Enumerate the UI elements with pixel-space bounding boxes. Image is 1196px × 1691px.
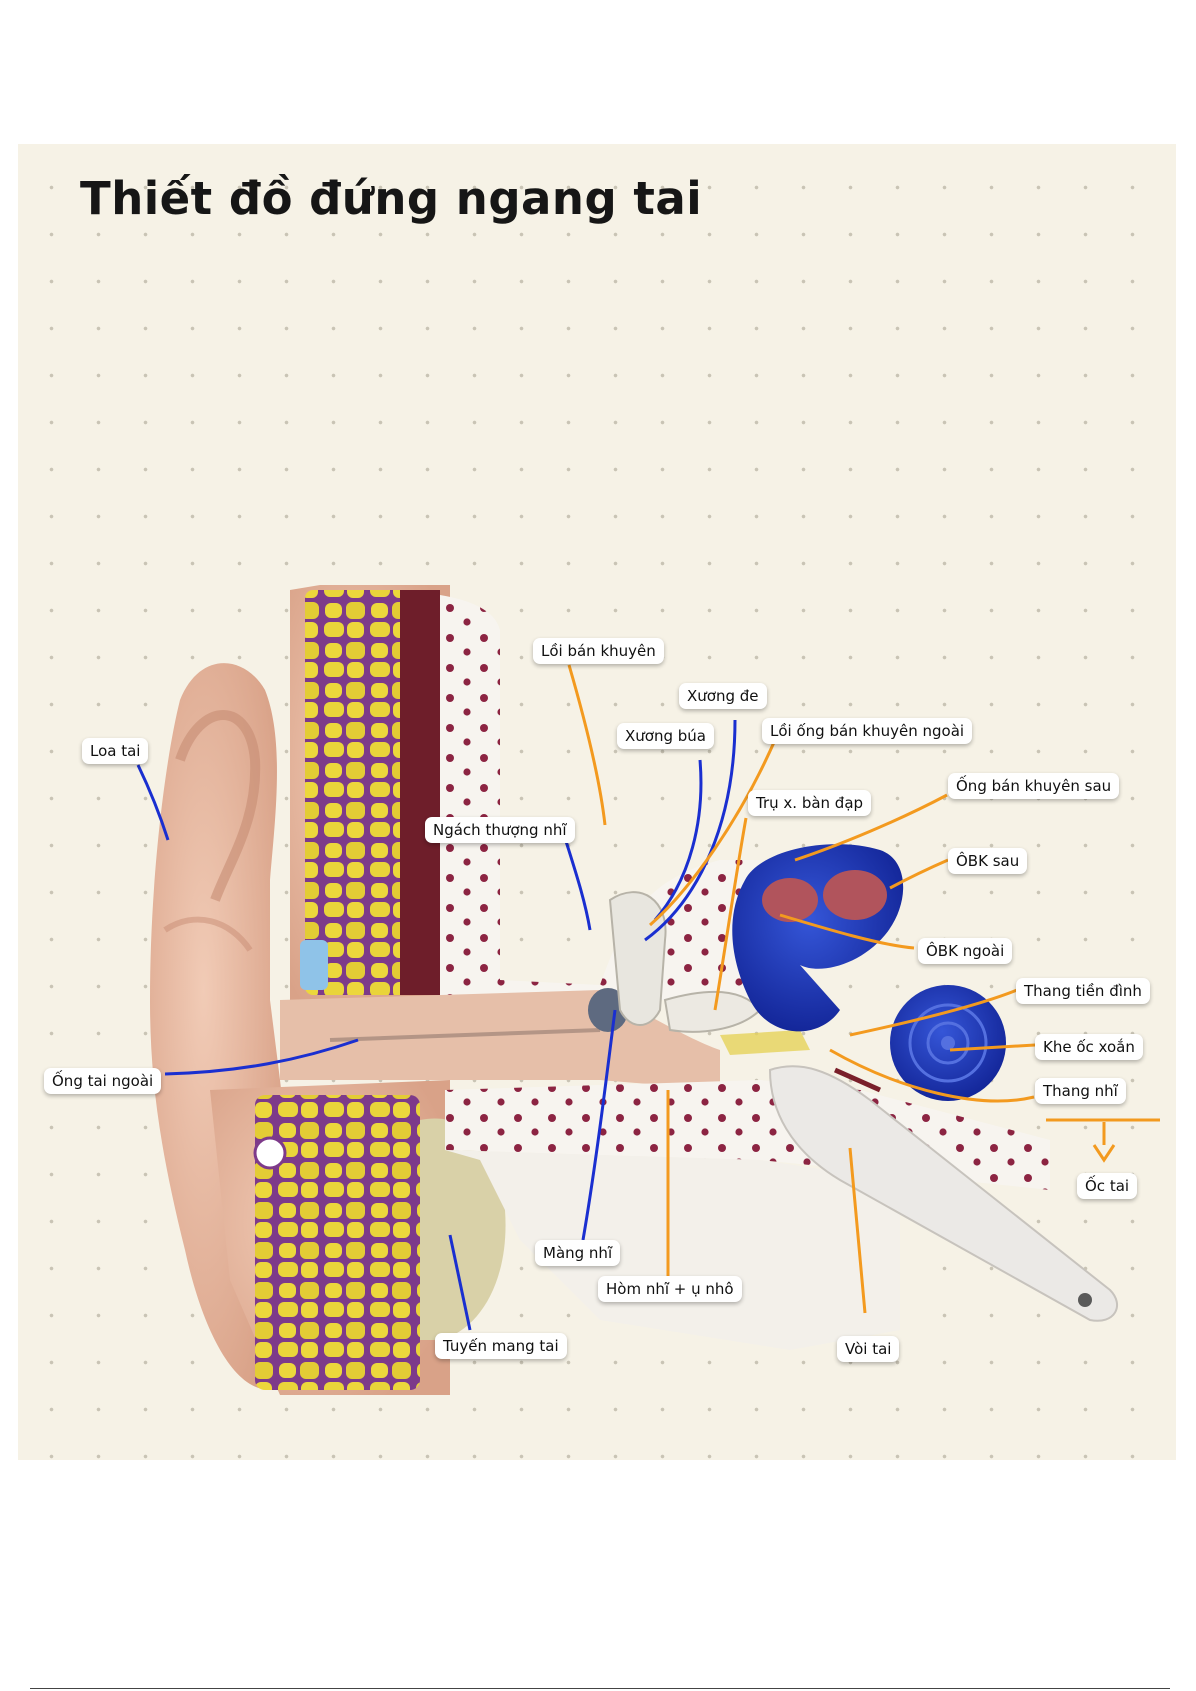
label-obk-sau: ÔBK sau xyxy=(948,848,1027,874)
label-voi-tai: Vòi tai xyxy=(837,1336,899,1362)
label-hom-nhi-u-nho: Hòm nhĩ + ụ nhô xyxy=(598,1276,742,1302)
muscle-band xyxy=(400,590,440,995)
label-obk-ngoai: ÔBK ngoài xyxy=(918,938,1012,964)
label-ong-ban-khuyen-sau: Ống bán khuyên sau xyxy=(948,773,1119,799)
label-xuong-de: Xương đe xyxy=(679,683,767,709)
label-oc-tai: Ốc tai xyxy=(1077,1173,1137,1199)
semicircular-canals xyxy=(732,844,903,1031)
label-mang-nhi: Màng nhĩ xyxy=(535,1240,620,1266)
label-ong-tai-ngoai: Ống tai ngoài xyxy=(44,1068,161,1094)
label-thang-nhi: Thang nhĩ xyxy=(1035,1078,1126,1104)
label-loi-ong-ban-khuyen-ngoai: Lồi ống bán khuyên ngoài xyxy=(762,718,972,744)
page-bottom-rule xyxy=(30,1688,1170,1689)
lower-fat xyxy=(255,1095,420,1390)
label-thang-tien-dinh: Thang tiền đình xyxy=(1016,978,1150,1004)
label-tru-x-ban-dap: Trụ x. bàn đạp xyxy=(748,790,871,816)
label-loa-tai: Loa tai xyxy=(82,738,148,764)
label-ngach-thuong-nhi: Ngách thượng nhĩ xyxy=(425,817,575,843)
label-tuyen-mang-tai: Tuyến mang tai xyxy=(435,1333,567,1359)
label-khe-oc-xoan: Khe ốc xoắn xyxy=(1035,1034,1143,1060)
label-xuong-bua: Xương búa xyxy=(617,723,714,749)
label-loi-ban-khuyen: Lồi bán khuyên xyxy=(533,638,664,664)
